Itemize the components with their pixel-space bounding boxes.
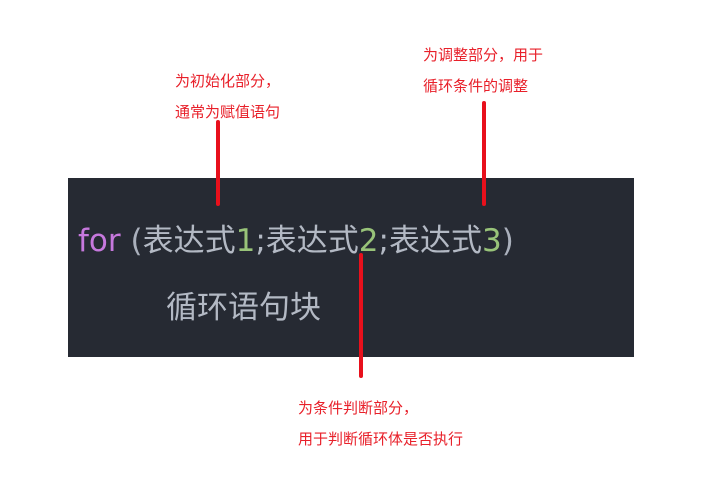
expression-1-label: 表达式 [142, 223, 236, 259]
annotation-update-part: 为调整部分，用于 循环条件的调整 [423, 40, 543, 102]
annotation-condition-line-1: 为条件判断部分， [298, 399, 419, 417]
expression-1-number: 1 [235, 223, 256, 259]
expression-2-number: 2 [358, 223, 379, 259]
open-paren: ( [120, 223, 143, 259]
annotation-update-line-1: 为调整部分，用于 [423, 46, 544, 64]
annotation-init-line-1: 为初始化部分， [175, 72, 281, 90]
code-snippet-panel: for (表达式1;表达式2;表达式3) 循环语句块 [68, 178, 634, 357]
for-keyword: for [78, 223, 121, 259]
annotation-init-line-2: 通常为赋值语句 [175, 103, 281, 121]
pointer-line-condition [359, 253, 363, 378]
expression-3-label: 表达式 [388, 223, 482, 259]
loop-body-line: 循环语句块 [166, 290, 321, 326]
pointer-line-update [482, 101, 486, 206]
pointer-line-init [216, 120, 220, 206]
annotation-init-part: 为初始化部分， 通常为赋值语句 [175, 66, 280, 128]
for-statement-line: for (表达式1;表达式2;表达式3) [78, 215, 514, 260]
annotation-update-line-2: 循环条件的调整 [423, 77, 529, 95]
separator-2: ; [378, 223, 389, 259]
expression-3-number: 3 [481, 223, 502, 259]
expression-2-label: 表达式 [265, 223, 359, 259]
separator-1: ; [255, 223, 266, 259]
annotation-condition-line-2: 用于判断循环体是否执行 [298, 430, 464, 448]
annotation-condition-part: 为条件判断部分， 用于判断循环体是否执行 [298, 393, 463, 455]
close-paren: ) [501, 223, 514, 259]
